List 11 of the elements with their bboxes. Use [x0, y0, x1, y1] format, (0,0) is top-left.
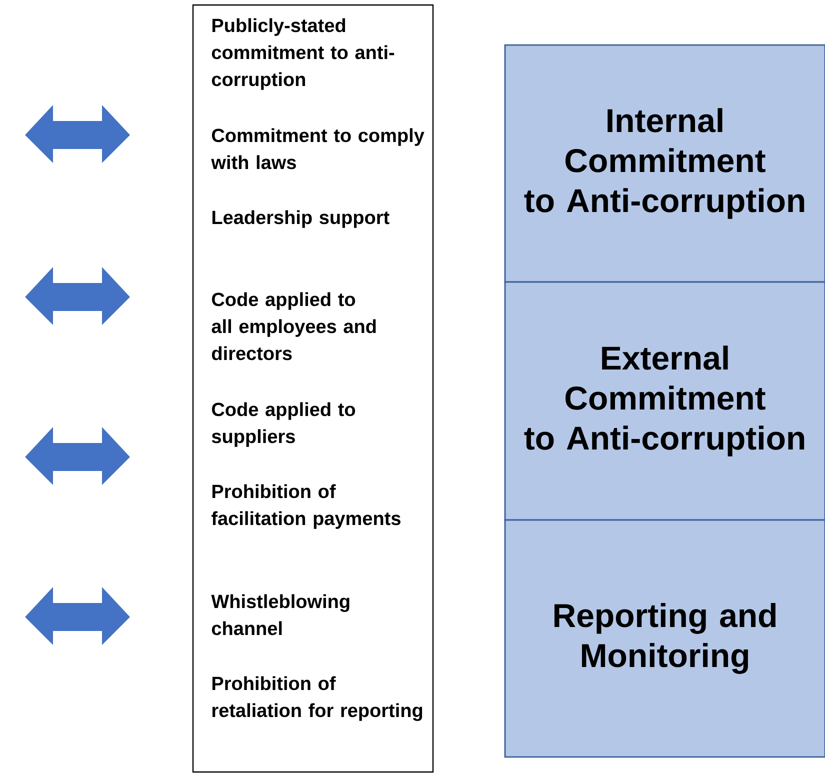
category-box: Internal Commitment to Anti-corruption — [504, 44, 825, 283]
list-item: Leadership support — [212, 210, 390, 228]
category-box: Reporting and Monitoring — [504, 519, 825, 758]
list-item: Prohibition of facilitation payments — [212, 484, 400, 529]
list-item: Code applied to all employees and directors — [212, 292, 376, 360]
list-item: Publicly-stated commitment to anti-corruption — [212, 18, 394, 90]
list-item: Commitment to comply with laws — [211, 128, 424, 170]
list-item: Prohibition of retaliation for reporting — [212, 676, 422, 721]
list-item: Whistleblowing channel — [211, 594, 350, 636]
list-item: Code applied to suppliers — [212, 402, 356, 447]
category-box: External Commitment to Anti-corruption — [504, 281, 825, 521]
